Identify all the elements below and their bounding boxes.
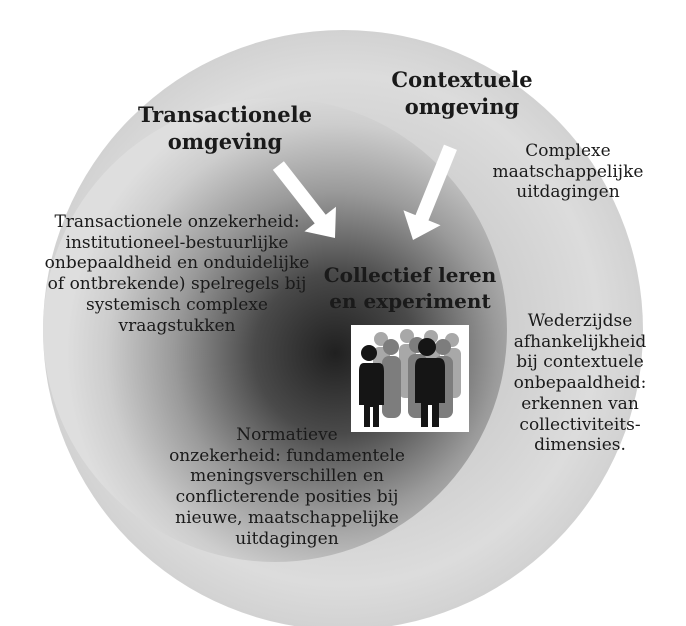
mutual-dependency-text: Wederzijdse afhankelijkheid bij contextu… [513,311,647,456]
arrow-down-left-icon [403,144,457,240]
inner-circle [43,98,507,562]
group-of-people-icon [351,325,469,432]
collective-learning-title: Collectief leren en experiment [323,263,497,313]
normative-uncertainty-text: Normatieve onzekerheid: fundamentele men… [169,425,405,549]
transactional-uncertainty-text: Transactionele onzekerheid: institutione… [44,212,310,336]
arrow-down-right-icon [272,161,336,238]
transactional-environment-title: Transactionele omgeving [138,102,312,155]
complex-challenges-text: Complexe maatschappelijke uitdagingen [492,141,644,203]
contextual-environment-title: Contextuele omgeving [391,67,533,120]
